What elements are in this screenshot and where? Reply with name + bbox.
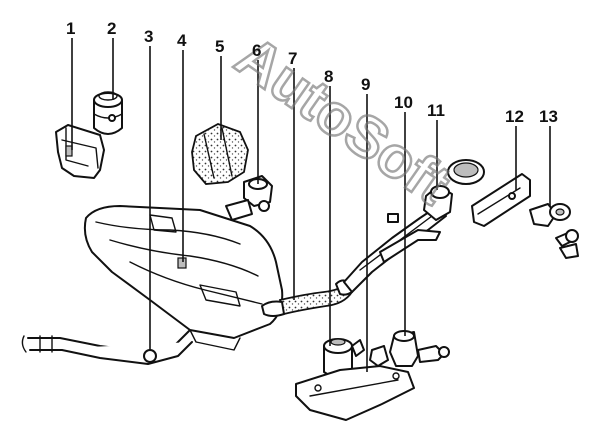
part-5-insulator-pad	[191, 123, 249, 185]
callout-2: 2	[107, 19, 116, 38]
callout-6: 6	[252, 41, 261, 60]
part-12-filler-flap	[471, 173, 531, 227]
callout-10: 10	[394, 93, 413, 112]
filler-pipe	[343, 205, 447, 293]
callout-11: 11	[427, 101, 445, 120]
callout-4: 4	[177, 31, 187, 50]
callout-8: 8	[324, 67, 333, 86]
callout-5: 5	[215, 37, 224, 56]
callout-9: 9	[361, 75, 370, 94]
leader-lines	[71, 38, 551, 372]
part-13-lock-and-keys	[529, 203, 579, 259]
callout-12: 12	[505, 107, 524, 126]
callout-numbers: 1 2 3 4 5 6 7 8 9 10 11 12 13	[66, 19, 558, 126]
callout-3: 3	[144, 27, 153, 46]
part-3-fuel-lines	[21, 329, 193, 365]
mounting-plate	[295, 365, 415, 421]
part-2-canister	[93, 91, 123, 135]
part-10-sender-unit	[369, 330, 450, 367]
callout-1: 1	[66, 19, 75, 38]
part-6-valve	[225, 175, 273, 221]
part-1-holder-bracket	[55, 124, 105, 179]
callout-13: 13	[539, 107, 558, 126]
part-4-fuel-tank	[83, 205, 284, 351]
part-11-filler-cap	[423, 159, 485, 221]
callout-7: 7	[288, 49, 297, 68]
